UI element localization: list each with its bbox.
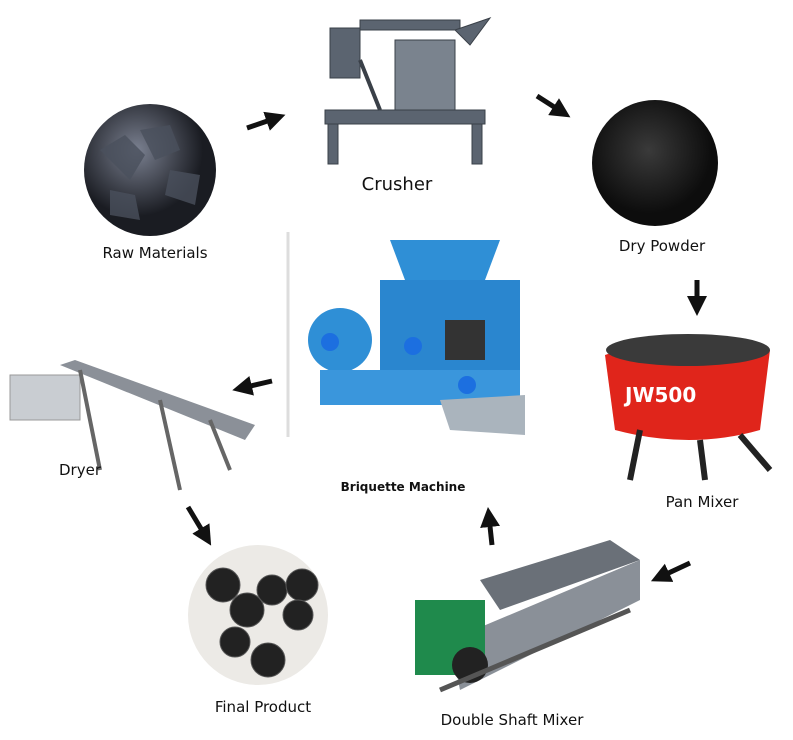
- label-dryer: Dryer: [59, 461, 101, 479]
- label-raw-materials: Raw Materials: [102, 244, 208, 262]
- final-product-image: [188, 545, 328, 685]
- pan-mixer-marking: JW500: [623, 383, 696, 407]
- label-dry-powder: Dry Powder: [618, 237, 706, 255]
- flow-arrows: [185, 93, 707, 582]
- arrow-briquette-to-dryer: [232, 375, 273, 396]
- arrow-shaftmixer-to-briquette: [480, 507, 501, 546]
- dry-powder-image: [592, 100, 718, 226]
- label-double-shaft-mixer: Double Shaft Mixer: [440, 711, 584, 729]
- arrow-dryer-to-final: [185, 505, 212, 546]
- label-pan-mixer: Pan Mixer: [665, 493, 739, 511]
- arrow-panmixer-to-shaftmixer: [650, 560, 692, 582]
- raw-materials-image: [84, 104, 216, 236]
- briquette-machine-image: [308, 240, 525, 435]
- dryer-image: [9, 360, 255, 491]
- label-final-product: Final Product: [214, 698, 312, 716]
- label-crusher: Crusher: [361, 174, 433, 195]
- arrow-crusher-to-powder: [535, 93, 571, 118]
- crusher-image: [324, 17, 492, 165]
- label-briquette-machine: Briquette Machine: [340, 480, 466, 494]
- double-shaft-mixer-image: [415, 540, 640, 693]
- arrow-raw-to-crusher: [246, 111, 286, 131]
- pan-mixer-image: JW500: [605, 334, 773, 481]
